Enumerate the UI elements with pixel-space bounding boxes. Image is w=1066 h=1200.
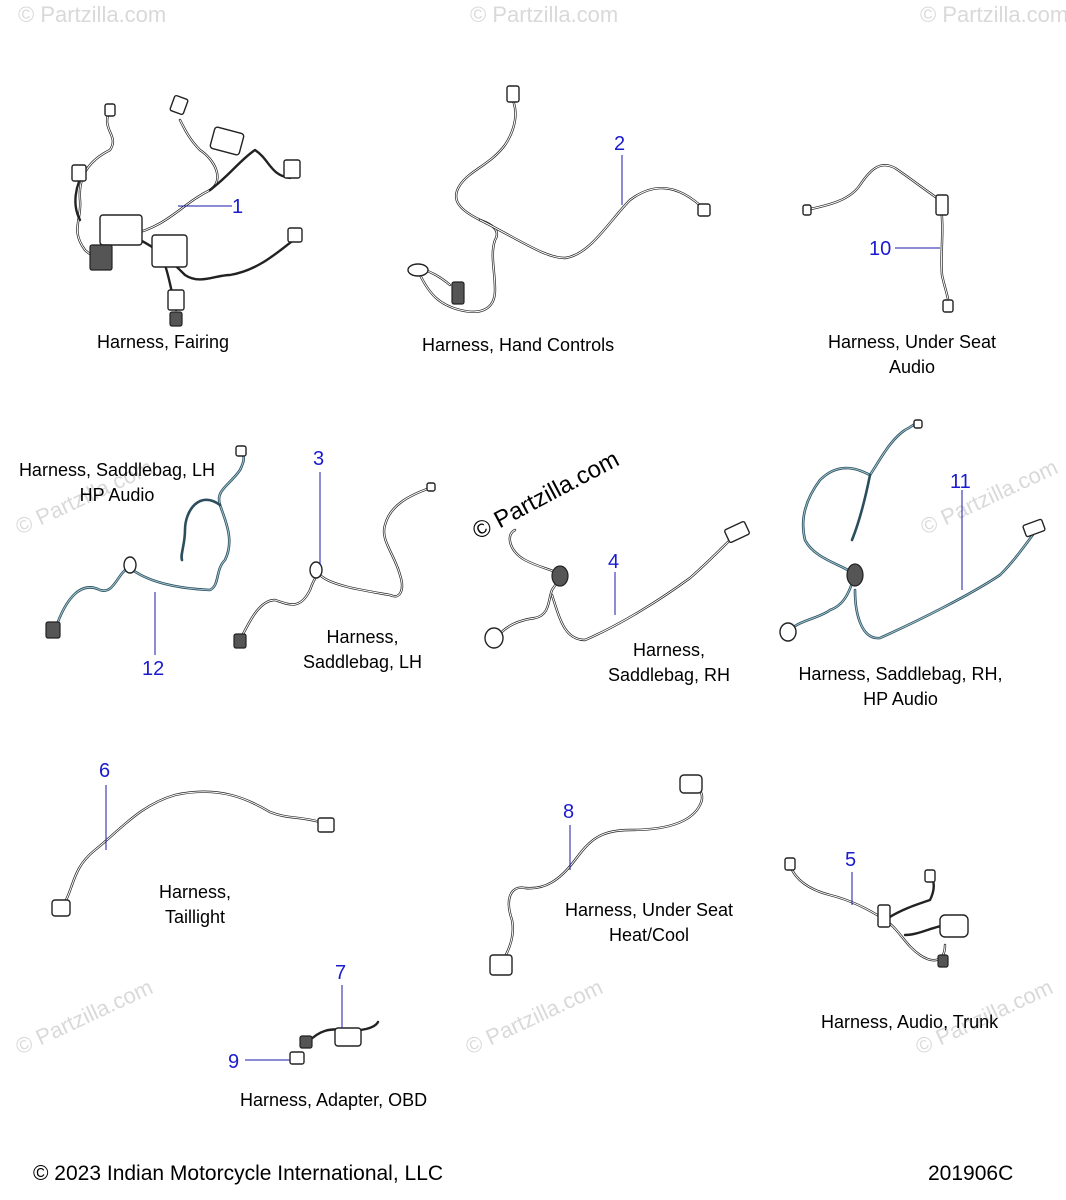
caption-line: Saddlebag, LH <box>302 652 423 672</box>
caption-harness-saddlebag-rh-hp-audio: Harness, Saddlebag, RH, HP Audio <box>793 662 1008 712</box>
caption-harness-taillight: Harness, Taillight <box>150 880 240 930</box>
harness-hand-controls-drawing: 2 <box>407 85 711 313</box>
harness-adapter-obd-drawing: 7 9 <box>228 962 380 1073</box>
watermark: © Partzilla.com <box>470 2 618 27</box>
caption-harness-saddlebag-rh: Harness, Saddlebag, RH <box>604 638 734 688</box>
caption-line: Harness, Saddlebag, LH <box>18 460 216 480</box>
callout-12: 12 <box>142 658 164 680</box>
harness-saddlebag-lh-drawing: 3 <box>233 448 436 649</box>
callout-11: 11 <box>950 471 971 493</box>
caption-line: Audio <box>888 357 936 377</box>
callout-4: 4 <box>608 551 619 573</box>
harness-taillight-drawing: 6 <box>51 760 335 917</box>
callout-9: 9 <box>228 1051 239 1073</box>
caption-line: Harness, Under Seat <box>564 900 734 920</box>
callout-10: 10 <box>869 238 891 260</box>
callout-8: 8 <box>563 801 574 823</box>
caption-line: HP Audio <box>863 689 938 709</box>
watermark-main: © Partzilla.com <box>468 446 623 546</box>
harness-saddlebag-lh-hp-drawing: 12 <box>45 445 247 680</box>
copyright-notice: © 2023 Indian Motorcycle International, … <box>33 1162 444 1185</box>
callout-1: 1 <box>232 196 243 218</box>
caption-harness-fairing: Harness, Fairing <box>97 332 230 352</box>
caption-harness-saddlebag-lh-hp-audio: Harness, Saddlebag, LH HP Audio <box>14 458 220 508</box>
caption-harness-under-seat-audio: Harness, Under Seat Audio <box>822 330 1002 380</box>
caption-harness-audio-trunk: Harness, Audio, Trunk <box>821 1012 999 1032</box>
watermark: © Partzilla.com <box>920 2 1066 27</box>
caption-line: Harness, Under Seat <box>827 332 997 352</box>
callout-3: 3 <box>313 448 324 470</box>
callout-6: 6 <box>99 760 110 782</box>
caption-line: Harness, <box>158 882 232 902</box>
caption-line: Harness, <box>326 627 399 647</box>
watermark: © Partzilla.com <box>18 2 166 27</box>
caption-line: Harness, <box>632 640 706 660</box>
caption-harness-hand-controls: Harness, Hand Controls <box>422 335 615 355</box>
watermark: © Partzilla.com <box>12 974 157 1059</box>
caption-line: HP Audio <box>79 485 155 505</box>
harness-saddlebag-rh-drawing: 4 <box>484 520 750 649</box>
caption-line: Saddlebag, RH <box>607 665 731 685</box>
caption-harness-under-seat-heat-cool: Harness, Under Seat Heat/Cool <box>560 898 738 948</box>
harness-saddlebag-rh-hp-drawing: 11 <box>779 419 1046 642</box>
caption-harness-saddlebag-lh: Harness, Saddlebag, LH <box>300 625 425 675</box>
diagram-id: 201906C <box>928 1162 1014 1185</box>
harness-fairing-drawing: 1 <box>71 94 303 327</box>
harness-under-seat-audio-drawing: 10 <box>802 163 954 313</box>
callout-2: 2 <box>614 133 625 155</box>
harness-under-seat-heat-drawing: 8 <box>489 774 704 976</box>
callout-5: 5 <box>845 849 856 871</box>
callout-7: 7 <box>335 962 346 984</box>
caption-line: Taillight <box>164 907 226 927</box>
caption-harness-adapter-obd: Harness, Adapter, OBD <box>240 1090 428 1110</box>
harness-audio-trunk-drawing: 5 <box>784 849 969 968</box>
caption-line: Harness, Saddlebag, RH, <box>798 664 1003 684</box>
caption-line: Heat/Cool <box>608 925 690 945</box>
watermark: © Partzilla.com <box>462 974 607 1059</box>
